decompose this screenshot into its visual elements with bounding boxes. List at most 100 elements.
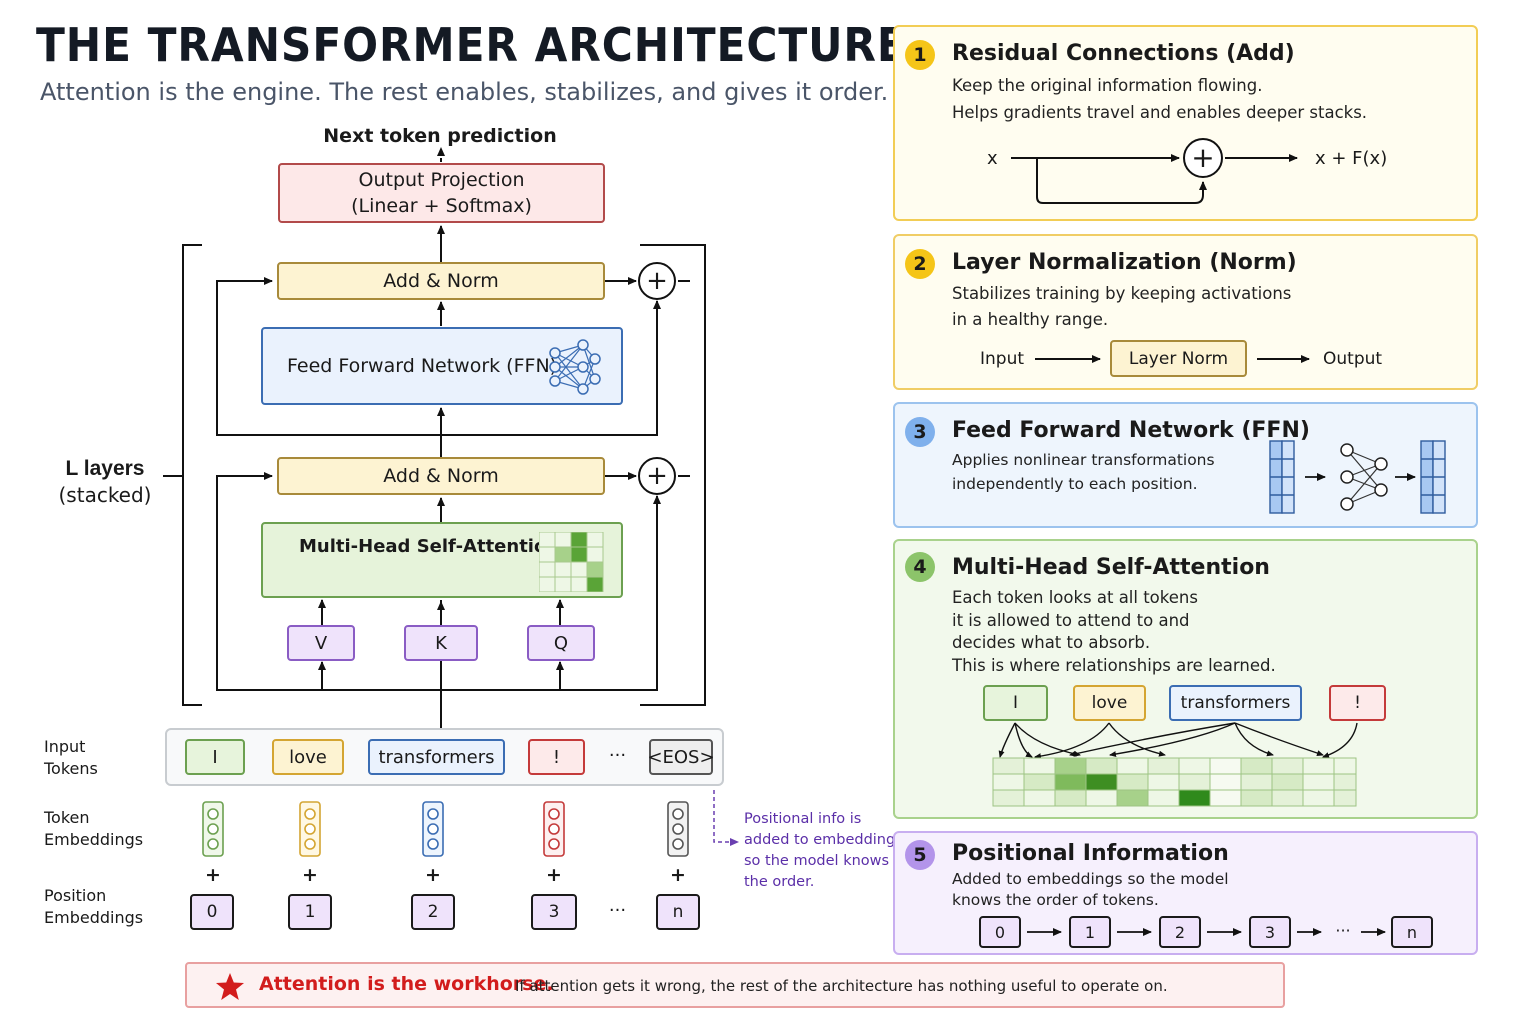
position-box: 2 bbox=[411, 894, 455, 930]
input-tokens-label-line1: Input bbox=[44, 737, 86, 756]
panel-attention: 4 Multi-Head Self-Attention Each token l… bbox=[893, 539, 1478, 819]
panel-text: it is allowed to attend to and bbox=[952, 611, 1190, 630]
panel-ffn: 3 Feed Forward Network (FFN) Applies non… bbox=[893, 402, 1478, 528]
panel-text: Helps gradients travel and enables deepe… bbox=[952, 103, 1368, 122]
attention-heatmap bbox=[992, 722, 1358, 807]
panel-number-badge: 2 bbox=[905, 249, 935, 279]
mhsa-box: Multi-Head Self-Attention bbox=[261, 522, 623, 598]
panel-title: Layer Normalization (Norm) bbox=[952, 250, 1297, 275]
embedding-vector-icon bbox=[667, 801, 689, 857]
residual-add-bottom-icon: + bbox=[638, 457, 676, 495]
panel-number-badge: 1 bbox=[905, 40, 935, 70]
ffn-diagram-icon bbox=[1269, 440, 1446, 514]
panel-text: knows the order of tokens. bbox=[952, 891, 1159, 909]
page-subtitle: Attention is the engine. The rest enable… bbox=[40, 78, 889, 106]
ffn-box: Feed Forward Network (FFN) bbox=[261, 327, 623, 405]
layernorm-input-label: Input bbox=[980, 349, 1025, 369]
add-sign: + bbox=[670, 864, 686, 886]
add-sign: + bbox=[302, 864, 318, 886]
token-embeddings-label: Token Embeddings bbox=[44, 807, 143, 851]
footer-callout: Attention is the workhorse. If attention… bbox=[185, 962, 1285, 1008]
layernorm-flow-arrows bbox=[1035, 355, 1310, 363]
add-sign: + bbox=[205, 864, 221, 886]
positional-note: Positional info is added to embeddings s… bbox=[744, 809, 903, 893]
tokens-ellipsis: ··· bbox=[608, 745, 627, 766]
embedding-vector-icon bbox=[543, 801, 565, 857]
position-embeddings-label: Position Embeddings bbox=[44, 885, 143, 929]
mhsa-label: Multi-Head Self-Attention bbox=[299, 536, 560, 557]
input-token: <EOS> bbox=[647, 739, 715, 775]
panel-text: independently to each position. bbox=[952, 475, 1198, 493]
position-box: 0 bbox=[190, 894, 234, 930]
attention-grid-icon bbox=[539, 532, 604, 592]
add-norm-top-box: Add & Norm bbox=[277, 262, 605, 300]
positional-note-line: Positional info is bbox=[744, 811, 862, 827]
input-token: I bbox=[185, 739, 245, 775]
layernorm-output-label: Output bbox=[1323, 349, 1383, 369]
attention-token: ! bbox=[1329, 685, 1386, 721]
embedding-vector-icon bbox=[299, 801, 321, 857]
page-title: THE TRANSFORMER ARCHITECTURE bbox=[36, 18, 907, 72]
add-norm-top-label: Add & Norm bbox=[383, 270, 499, 292]
panel-layernorm: 2 Layer Normalization (Norm) Stabilizes … bbox=[893, 234, 1478, 390]
attention-token: love bbox=[1073, 685, 1146, 721]
output-projection-box: Output Projection (Linear + Softmax) bbox=[278, 163, 605, 223]
v-box: V bbox=[287, 625, 355, 661]
input-tokens-label-line2: Tokens bbox=[44, 759, 98, 778]
neural-net-icon bbox=[549, 339, 601, 395]
position-box: n bbox=[656, 894, 700, 930]
ffn-label: Feed Forward Network (FFN) bbox=[287, 355, 558, 377]
panel-text: Each token looks at all tokens bbox=[952, 588, 1198, 607]
panel-text: Applies nonlinear transformations bbox=[952, 451, 1215, 469]
residual-output-label: x + F(x) bbox=[1315, 148, 1388, 169]
panel-text: Stabilizes training by keeping activatio… bbox=[952, 284, 1292, 303]
panel-text: Added to embeddings so the model bbox=[952, 870, 1229, 888]
panel-text: This is where relationships are learned. bbox=[952, 656, 1276, 675]
sequence-position: 1 bbox=[1069, 916, 1111, 948]
sequence-position: 3 bbox=[1249, 916, 1291, 948]
q-box: Q bbox=[527, 625, 595, 661]
footer-text: If attention gets it wrong, the rest of … bbox=[515, 977, 1168, 995]
input-tokens-label: Input Tokens bbox=[44, 736, 98, 780]
add-sign: + bbox=[425, 864, 441, 886]
positional-note-line: so the model knows bbox=[744, 853, 890, 869]
embedding-vector-icon bbox=[202, 801, 224, 857]
add-norm-bottom-box: Add & Norm bbox=[277, 457, 605, 495]
panel-text: decides what to absorb. bbox=[952, 633, 1151, 652]
positional-note-line: the order. bbox=[744, 874, 815, 890]
k-box: K bbox=[404, 625, 478, 661]
panel-title: Residual Connections (Add) bbox=[952, 41, 1295, 66]
attention-token: transformers bbox=[1169, 685, 1302, 721]
panel-text: in a healthy range. bbox=[952, 310, 1109, 329]
output-projection-title: Output Projection bbox=[358, 169, 525, 191]
positional-note-line: added to embeddings bbox=[744, 832, 903, 848]
panel-title: Positional Information bbox=[952, 841, 1229, 866]
residual-flow-arrows bbox=[1011, 154, 1298, 204]
panel-text: Keep the original information flowing. bbox=[952, 76, 1263, 95]
output-projection-subtitle: (Linear + Softmax) bbox=[351, 195, 532, 217]
residual-add-top-icon: + bbox=[638, 262, 676, 300]
panel-number-badge: 5 bbox=[905, 840, 935, 870]
residual-input-label: x bbox=[987, 148, 998, 169]
q-label: Q bbox=[553, 632, 569, 654]
attention-token: I bbox=[983, 685, 1048, 721]
sequence-position: 0 bbox=[979, 916, 1021, 948]
panel-residual: 1 Residual Connections (Add) Keep the or… bbox=[893, 25, 1478, 221]
add-sign: + bbox=[546, 864, 562, 886]
input-token: love bbox=[272, 739, 344, 775]
layers-count: L layers bbox=[65, 457, 145, 480]
token-embeddings-label-line2: Embeddings bbox=[44, 830, 144, 849]
position-box: 1 bbox=[288, 894, 332, 930]
k-label: K bbox=[435, 632, 447, 654]
add-norm-bottom-label: Add & Norm bbox=[383, 465, 499, 487]
panel-positional: 5 Positional Information Added to embedd… bbox=[893, 831, 1478, 955]
sequence-arrows bbox=[1027, 928, 1386, 936]
sequence-position: 2 bbox=[1159, 916, 1201, 948]
sequence-ellipsis: ··· bbox=[1335, 921, 1351, 940]
panel-number-badge: 3 bbox=[905, 417, 935, 447]
positions-ellipsis: ··· bbox=[608, 900, 627, 921]
position-embeddings-label-line1: Position bbox=[44, 886, 107, 905]
layers-stacked: (stacked) bbox=[58, 483, 152, 507]
residual-add-icon: + bbox=[1183, 138, 1223, 178]
position-box: 3 bbox=[531, 894, 577, 930]
